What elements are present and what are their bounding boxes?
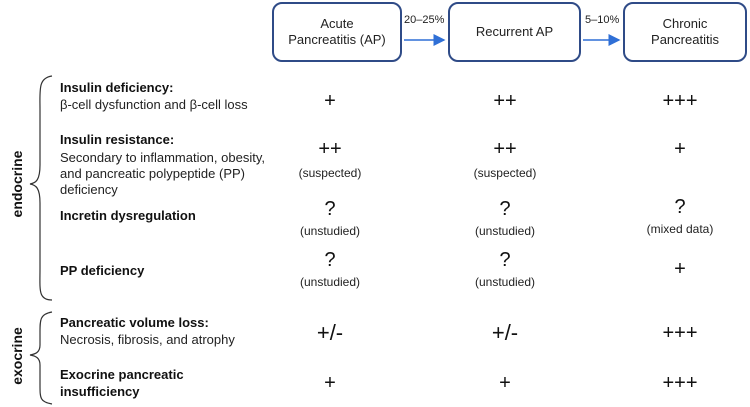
note-rap-insulin-resistance: (suspected) [473,166,537,180]
group-label-endocrine: endocrine [9,150,25,218]
value-rap-insulin-resistance: ++ [493,138,517,160]
value-ap-insulin-deficiency: + [324,90,336,112]
row-desc-insulin-resistance-2: and pancreatic polypeptide (PP) [60,166,246,181]
value-rap-volume-loss: +/- [491,320,519,345]
note-rap-pp-deficiency: (unstudied) [474,275,536,289]
value-ap-volume-loss: +/- [316,320,344,345]
value-ap-incretin: ? [324,198,336,220]
value-cp-exocrine-insufficiency: +++ [662,372,698,394]
value-rap-incretin: ? [499,198,511,220]
value-ap-exocrine-insufficiency: + [324,372,336,394]
endocrine-brace [29,75,53,301]
value-cp-incretin: ? [674,196,686,218]
row-title-insulin-resistance: Insulin resistance: [60,132,175,147]
stage-label-line1: Acute [320,15,354,31]
row-desc-insulin-resistance-3: deficiency [60,182,118,197]
row-title-insulin-deficiency: Insulin deficiency: [60,80,174,95]
value-rap-pp-deficiency: ? [499,249,511,271]
note-ap-insulin-resistance: (suspected) [298,166,362,180]
transition-label-1: 20–25% [404,14,445,26]
value-ap-pp-deficiency: ? [324,249,336,271]
note-rap-incretin: (unstudied) [474,224,536,238]
stage-box-acute-pancreatitis: Acute Pancreatitis (AP) [272,2,402,62]
note-cp-incretin: (mixed data) [646,222,714,236]
value-cp-insulin-deficiency: +++ [662,90,698,112]
row-desc-insulin-resistance-1: Secondary to inflammation, obesity, [60,150,265,165]
stage-label-line2: Pancreatitis (AP) [288,32,386,47]
value-rap-insulin-deficiency: ++ [493,90,517,112]
value-rap-exocrine-insufficiency: + [499,372,511,394]
row-title-exocrine-insufficiency: Exocrine pancreatic [60,367,184,382]
row-title-incretin-dysregulation: Incretin dysregulation [60,208,196,223]
value-cp-insulin-resistance: + [674,138,686,160]
note-ap-pp-deficiency: (unstudied) [299,275,361,289]
stage-label-line1: Recurrent AP [475,23,554,39]
row-title-pp-deficiency: PP deficiency [60,263,145,278]
value-cp-pp-deficiency: + [674,258,686,280]
row-title-exocrine-insufficiency-2: insufficiency [60,384,140,399]
group-label-exocrine: exocrine [9,327,25,385]
note-ap-incretin: (unstudied) [299,224,361,238]
transition-label-2: 5–10% [585,14,620,26]
stage-box-recurrent-ap: Recurrent AP [448,2,581,62]
stage-label-line1: Chronic [662,15,708,31]
value-ap-insulin-resistance: ++ [318,138,342,160]
stage-label-line2: Pancreatitis [651,32,719,47]
row-title-pancreatic-volume-loss: Pancreatic volume loss: [60,315,209,330]
value-cp-volume-loss: +++ [662,322,698,344]
stage-box-chronic-pancreatitis: Chronic Pancreatitis [623,2,747,62]
row-desc-pancreatic-volume-loss: Necrosis, fibrosis, and atrophy [60,332,235,347]
row-desc-insulin-deficiency: β-cell dysfunction and β-cell loss [60,97,248,112]
exocrine-brace [29,311,53,405]
